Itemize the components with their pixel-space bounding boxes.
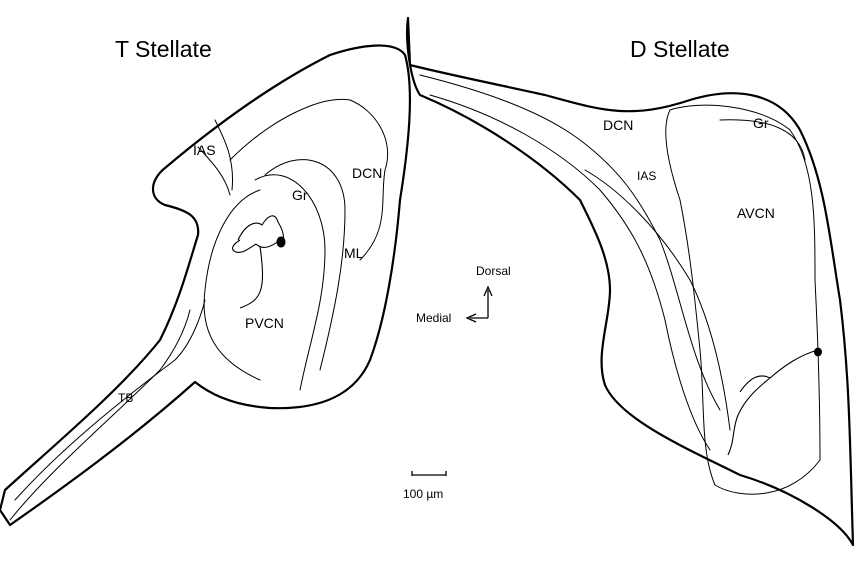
orientation-dorsal: Dorsal: [476, 264, 511, 278]
right-label-avcn: AVCN: [737, 205, 775, 221]
right-slice-outline: [407, 18, 853, 545]
scale-bar: 100 µm: [403, 471, 446, 501]
left-label-tb: TB: [118, 391, 133, 405]
right-ias-boundary: [585, 170, 730, 430]
left-label-pvcn: PVCN: [245, 315, 284, 331]
scale-bar-label: 100 µm: [403, 487, 443, 501]
left-tb-tract-1: [10, 310, 190, 520]
right-dcn-tract-1: [420, 75, 720, 410]
orientation-medial: Medial: [416, 311, 451, 325]
right-label-ias: IAS: [637, 169, 656, 183]
orientation-indicator: Dorsal Medial: [416, 264, 511, 325]
left-tb-tract-2: [15, 300, 205, 500]
left-gr-boundary: [255, 175, 325, 390]
left-panel-title: T Stellate: [115, 36, 212, 62]
right-label-gr: Gr: [753, 115, 769, 131]
left-label-ias: IAS: [193, 142, 216, 158]
d-stellate-soma: [815, 348, 822, 356]
left-panel: T Stellate IAS DCN Gr ML PVCN TB: [0, 36, 410, 525]
right-panel-title: D Stellate: [630, 36, 730, 62]
t-stellate-soma: [277, 237, 285, 247]
left-label-dcn: DCN: [352, 165, 382, 181]
left-label-gr: Gr: [292, 187, 308, 203]
right-avcn-boundary: [666, 105, 820, 494]
right-label-dcn: DCN: [603, 117, 633, 133]
left-pvcn-inner: [204, 190, 260, 380]
t-stellate-cell: [233, 216, 285, 308]
left-label-ml: ML: [344, 245, 364, 261]
d-stellate-cell: [728, 348, 822, 455]
right-panel: D Stellate DCN Gr IAS AVCN: [407, 18, 853, 545]
right-dcn-tract-2: [430, 95, 710, 450]
